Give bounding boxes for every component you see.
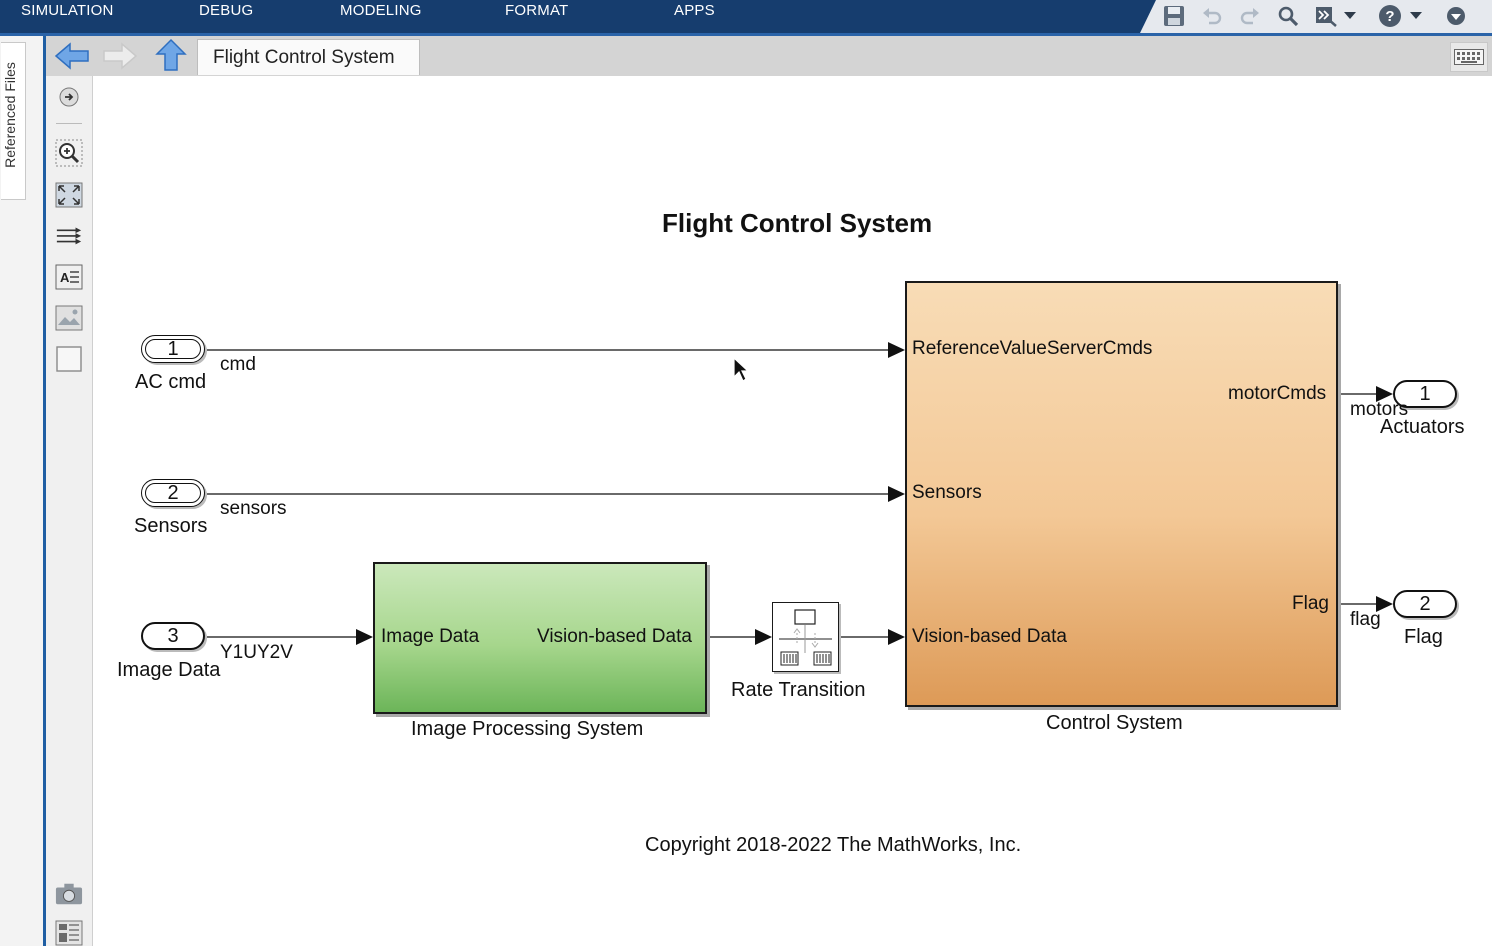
arrowhead bbox=[755, 629, 772, 645]
tab-debug[interactable]: DEBUG bbox=[199, 2, 254, 19]
redo-icon[interactable] bbox=[1238, 4, 1262, 28]
dropdown-icon[interactable] bbox=[1408, 4, 1424, 28]
tab-simulation[interactable]: SIMULATION bbox=[21, 2, 114, 19]
help-icon[interactable]: ? bbox=[1378, 4, 1402, 28]
find-icon[interactable] bbox=[1276, 4, 1300, 28]
arrows-icon[interactable] bbox=[55, 221, 83, 249]
control-input-port: ReferenceValueServerCmds bbox=[912, 338, 1153, 359]
control-system-name: Control System bbox=[1046, 712, 1183, 734]
outport-1-number: 1 bbox=[1419, 382, 1431, 405]
rate-transition-icon bbox=[779, 609, 832, 666]
model-browser-icon[interactable] bbox=[55, 918, 83, 946]
tab-format[interactable]: FORMAT bbox=[505, 2, 569, 19]
inport-3-name: Image Data bbox=[117, 659, 221, 681]
signal-label-sensors: sensors bbox=[220, 498, 287, 519]
referenced-files-tab[interactable] bbox=[1, 42, 26, 200]
arrowhead bbox=[1376, 386, 1393, 402]
signal-label-flag: flag bbox=[1350, 609, 1381, 630]
svg-text:A: A bbox=[60, 270, 70, 285]
copyright-annotation: Copyright 2018-2022 The MathWorks, Inc. bbox=[645, 834, 1022, 856]
signal-label-image: Y1UY2V bbox=[220, 642, 293, 663]
rate-transition-name: Rate Transition bbox=[731, 679, 866, 701]
breadcrumb-label: Flight Control System bbox=[213, 47, 395, 68]
undo-icon[interactable] bbox=[1200, 4, 1224, 28]
rate-transition-block[interactable] bbox=[772, 602, 839, 672]
arrowhead bbox=[888, 629, 905, 645]
inport-2-name: Sensors bbox=[134, 515, 208, 537]
arrowhead bbox=[888, 342, 905, 358]
control-output-port: motorCmds bbox=[1228, 383, 1327, 404]
control-output-port: Flag bbox=[1292, 593, 1329, 614]
control-input-port: Vision-based Data bbox=[912, 626, 1067, 647]
control-input-port: Sensors bbox=[912, 482, 982, 503]
zoom-in-icon[interactable] bbox=[55, 139, 83, 167]
outport-2-block[interactable]: 2 bbox=[1393, 590, 1457, 618]
up-arrow-icon[interactable] bbox=[155, 38, 187, 72]
keyboard-icon[interactable] bbox=[1450, 42, 1488, 72]
signal-label-motors: motors bbox=[1350, 399, 1409, 420]
image-processing-block[interactable] bbox=[373, 562, 707, 714]
outport-1-name: Actuators bbox=[1380, 416, 1465, 438]
inport-1-number: 1 bbox=[167, 337, 179, 360]
inport-3-block[interactable]: 3 bbox=[141, 622, 205, 650]
annotation-icon[interactable]: A bbox=[55, 263, 83, 291]
arrowhead bbox=[356, 629, 373, 645]
inport-2-block[interactable]: 2 bbox=[141, 479, 205, 507]
tab-modeling[interactable]: MODELING bbox=[340, 2, 422, 19]
screenshot-icon[interactable] bbox=[55, 880, 83, 908]
arrowhead bbox=[1376, 596, 1393, 612]
inport-3-number: 3 bbox=[167, 624, 179, 647]
save-icon[interactable] bbox=[1162, 4, 1186, 28]
panel-separator bbox=[43, 36, 46, 946]
signal-label-cmd: cmd bbox=[220, 354, 256, 375]
image-icon[interactable] bbox=[55, 304, 83, 332]
inport-2-number: 2 bbox=[167, 481, 179, 504]
arrowhead bbox=[888, 486, 905, 502]
outport-1-block[interactable]: 1 bbox=[1393, 380, 1457, 408]
model-palette bbox=[46, 76, 93, 946]
quick-access-toolbar: ? bbox=[1140, 0, 1492, 33]
control-system-block[interactable] bbox=[905, 281, 1338, 707]
diagram-title: Flight Control System bbox=[662, 208, 933, 238]
outport-2-name: Flag bbox=[1404, 626, 1443, 648]
imgproc-input-port: Image Data bbox=[381, 626, 480, 647]
imgproc-name: Image Processing System bbox=[411, 718, 644, 740]
hide-show-icon[interactable] bbox=[55, 83, 83, 111]
svg-text:?: ? bbox=[1385, 8, 1394, 25]
imgproc-output-port: Vision-based Data bbox=[537, 626, 692, 647]
back-arrow-icon[interactable] bbox=[54, 42, 90, 70]
fit-view-icon[interactable] bbox=[55, 181, 83, 209]
step-icon[interactable] bbox=[1314, 4, 1338, 28]
area-icon[interactable] bbox=[55, 345, 83, 373]
inport-1-name: AC cmd bbox=[135, 371, 207, 393]
tab-apps[interactable]: APPS bbox=[674, 2, 715, 19]
outport-2-number: 2 bbox=[1419, 592, 1431, 615]
inport-1-block[interactable]: 1 bbox=[141, 335, 205, 363]
dropdown-icon[interactable] bbox=[1342, 4, 1358, 28]
forward-arrow-icon[interactable] bbox=[102, 42, 138, 70]
breadcrumb[interactable] bbox=[197, 39, 420, 75]
mouse-cursor-icon bbox=[733, 356, 750, 383]
more-icon[interactable] bbox=[1444, 4, 1468, 28]
palette-divider bbox=[56, 123, 82, 124]
